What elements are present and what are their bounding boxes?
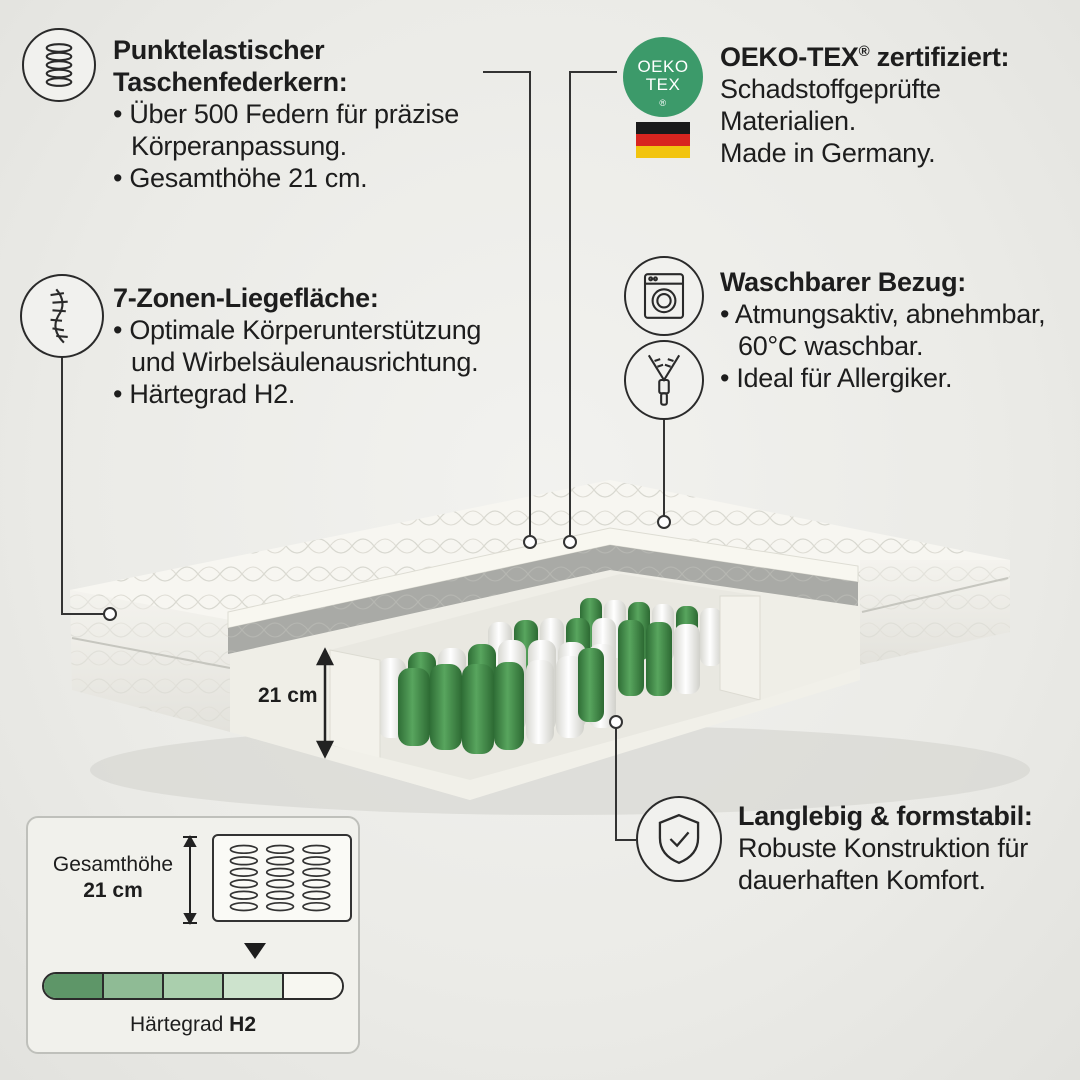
cover-bullet-1: Atmungsaktiv, abnehmbar,: [720, 298, 1070, 330]
spine-icon: [20, 274, 104, 358]
legend-height-arrow: [183, 834, 197, 926]
mattress-height-label: 21 cm: [258, 684, 318, 707]
legend-height-label: Gesamthöhe 21 cm: [52, 853, 174, 902]
washing-machine-icon: [624, 256, 704, 336]
oekotex-feature-text: OEKO-TEX® zertifiziert: Schadstoffgeprüf…: [720, 36, 1060, 169]
durable-line-2: dauerhaften Komfort.: [738, 865, 986, 895]
firmness-level-5: [284, 974, 342, 998]
specs-legend-box: Gesamthöhe 21 cm: [26, 816, 360, 1054]
zipper-icon: [624, 340, 704, 420]
firmness-level-1: [44, 974, 104, 998]
durable-line-1: Robuste Konstruktion für: [738, 833, 1028, 863]
zones-bullet-1: Optimale Körperunterstützung: [113, 314, 533, 346]
oekotex-line-3: Made in Germany.: [720, 138, 936, 168]
springs-bullet-1: Über 500 Federn für präzise: [113, 98, 533, 130]
firmness-level-4: [224, 974, 284, 998]
zones-title: 7-Zonen-Liegefläche:: [113, 283, 379, 313]
durable-title: Langlebig & formstabil:: [738, 801, 1033, 831]
height-dimension-arrow: [315, 647, 335, 759]
springs-bullet-2: Gesamthöhe 21 cm.: [113, 162, 533, 194]
german-flag-icon: [636, 122, 690, 158]
callout-dots: [103, 515, 671, 729]
oekotex-line-1: Schadstoffgeprüfte: [720, 74, 941, 104]
pocket-springs: [378, 598, 722, 754]
firmness-scale: [42, 972, 344, 1000]
cover-bullet-2: Ideal für Allergiker.: [720, 362, 1070, 394]
springs-title-2: Taschenfederkern:: [113, 67, 348, 97]
cover-title: Waschbarer Bezug:: [720, 267, 966, 297]
legend-spring-diagram: [212, 834, 352, 922]
zones-bullet-2: Härtegrad H2.: [113, 378, 533, 410]
springs-feature-text: Punktelastischer Taschenfederkern: Über …: [113, 34, 533, 194]
zones-bullet-1-cont: und Wirbelsäulenausrichtung.: [131, 347, 479, 377]
oekotex-title: OEKO-TEX® zertifiziert:: [720, 42, 1010, 72]
zones-feature-text: 7-Zonen-Liegefläche: Optimale Körperunte…: [113, 282, 533, 410]
oekotex-logo: OEKO TEX®: [623, 37, 703, 117]
shield-check-icon: [636, 796, 722, 882]
firmness-level-2: [104, 974, 164, 998]
springs-title: Punktelastischer: [113, 35, 325, 65]
firmness-indicator-icon: [244, 943, 266, 959]
spring-icon: [22, 28, 96, 102]
firmness-label: Härtegrad H2: [129, 1013, 257, 1036]
durable-feature-text: Langlebig & formstabil: Robuste Konstruk…: [738, 800, 1068, 896]
cover-bullet-1-cont: 60°C waschbar.: [738, 331, 924, 361]
springs-bullet-1-cont: Körperanpassung.: [131, 131, 347, 161]
cover-feature-text: Waschbarer Bezug: Atmungsaktiv, abnehmba…: [720, 266, 1070, 394]
oekotex-line-2: Materialien.: [720, 106, 856, 136]
firmness-level-3: [164, 974, 224, 998]
